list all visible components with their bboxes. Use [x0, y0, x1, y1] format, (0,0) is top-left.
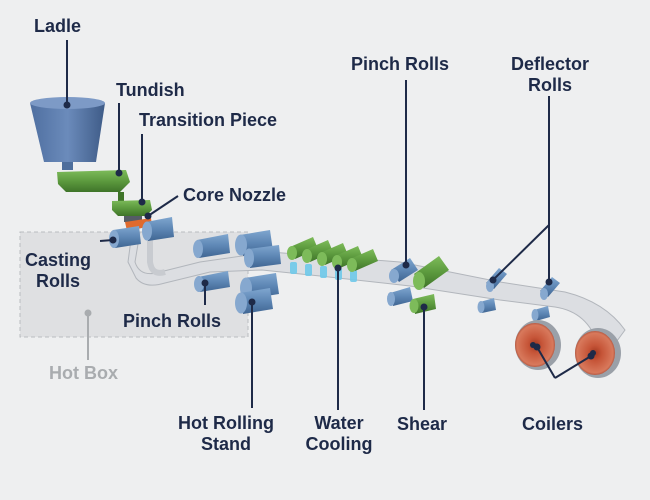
label-tundish: Tundish — [116, 80, 185, 100]
leader-lines — [66, 40, 592, 410]
label-water-cooling: Water Cooling — [297, 413, 381, 455]
hot-rolling-stand — [235, 230, 281, 314]
label-hot-rolling-stand-line2: Stand — [200, 434, 251, 454]
casting-rolls — [109, 217, 174, 248]
label-coilers: Coilers — [522, 414, 584, 434]
label-deflector-rolls-line2: Rolls — [527, 75, 572, 95]
label-water-cooling-line1: Water — [314, 413, 364, 433]
label-hot-box: Hot Box — [49, 363, 118, 383]
label-shear: Shear — [397, 414, 448, 434]
label-ladle: Ladle — [34, 16, 82, 36]
label-pinch-rolls-upper: Pinch Rolls — [351, 54, 450, 74]
hot-box-leader-dot — [84, 309, 92, 317]
core-nozzle-shape — [124, 216, 142, 222]
label-pinch-rolls-lower: Pinch Rolls — [123, 311, 222, 331]
tundish-trough-icon — [57, 170, 130, 202]
label-deflector-rolls: Deflector Rolls — [498, 54, 602, 96]
label-casting-rolls-line1: Casting — [24, 250, 91, 270]
pinch-rolls-upper — [387, 258, 418, 306]
label-casting-rolls: Casting Rolls — [22, 250, 94, 292]
leader-dots — [63, 101, 595, 360]
label-deflector-rolls-line1: Deflector — [510, 54, 590, 74]
label-hot-rolling-stand: Hot Rolling Stand — [166, 413, 286, 455]
label-casting-rolls-line2: Rolls — [35, 271, 80, 291]
label-water-cooling-line2: Cooling — [305, 434, 373, 454]
deflector-rolls — [477, 268, 560, 321]
label-hot-rolling-stand-line1: Hot Rolling — [178, 413, 274, 433]
label-core-nozzle: Core Nozzle — [183, 185, 287, 205]
label-transition-piece: Transition Piece — [139, 110, 278, 130]
coiler-drum-icon — [575, 328, 621, 378]
